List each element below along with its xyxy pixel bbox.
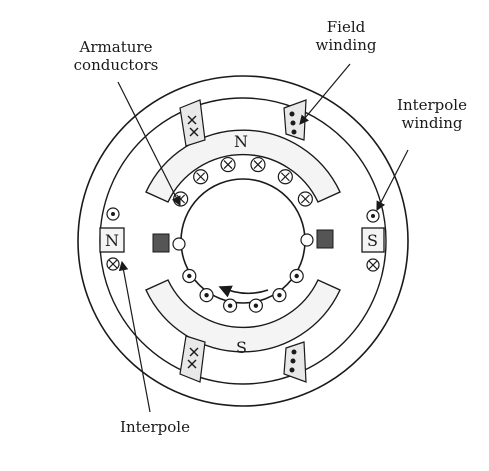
field-winding-top-left: [179, 99, 206, 147]
pole-label-bottom: S: [236, 338, 247, 357]
interpole-right: [361, 227, 385, 253]
label-interpole-winding-line2: winding: [401, 114, 463, 132]
armature-conductor-cross: [220, 156, 236, 173]
label-field-line2: winding: [315, 36, 377, 54]
brush-contact-right: [300, 233, 314, 247]
armature-conductors-lower: [182, 268, 304, 313]
leader-field-winding: [299, 63, 351, 125]
field-winding-top-right: [283, 99, 307, 141]
yoke-outer-circle: [77, 75, 409, 407]
label-interpole: Interpole: [120, 418, 190, 436]
armature-conductor-dot: [223, 298, 238, 313]
label-armature-line1: Armature: [79, 38, 153, 56]
armature-conductor-cross: [193, 169, 209, 185]
brush-contact-left: [172, 237, 186, 251]
field-winding-cross-symbols-top: [187, 115, 199, 137]
leader-interpole: [118, 260, 151, 413]
armature-conductor-cross: [277, 169, 293, 185]
armature-conductor-dot: [248, 298, 263, 313]
label-armature-conductors: Armature conductors: [56, 38, 176, 74]
armature-conductor-dot: [272, 288, 287, 303]
leader-interpole-winding: [376, 149, 409, 212]
brush-right: [316, 229, 334, 249]
brush-left: [152, 233, 170, 253]
field-winding-cross-symbols-bottom: [187, 347, 199, 369]
label-armature-line2: conductors: [73, 56, 159, 74]
leader-armature-conductors: [117, 81, 181, 207]
armature-conductor-dot: [199, 288, 214, 303]
rotation-arrow: [218, 285, 269, 298]
label-interpole-winding: Interpole winding: [382, 96, 482, 132]
armature-conductor-cross: [250, 156, 266, 173]
armature-conductor-dot: [182, 268, 197, 284]
label-field-line1: Field: [326, 18, 366, 36]
label-interpole-winding-line1: Interpole: [397, 96, 467, 114]
field-winding-bottom-left: [179, 335, 206, 383]
pole-label-left: N: [105, 231, 119, 250]
field-winding-dot-symbols-top: [289, 111, 297, 135]
interpole-winding-left: [106, 207, 120, 271]
field-winding-dot-symbols-bottom: [289, 349, 297, 373]
armature-conductor-dot: [289, 268, 304, 284]
armature-conductor-cross: [173, 191, 189, 207]
label-field-winding: Field winding: [306, 18, 386, 54]
interpole-winding-right: [366, 209, 380, 272]
armature-conductor-cross: [297, 191, 313, 207]
pole-label-top: N: [234, 132, 248, 151]
armature-core: [180, 178, 306, 304]
pole-label-right: S: [367, 231, 378, 250]
interpole-left: [99, 227, 125, 253]
